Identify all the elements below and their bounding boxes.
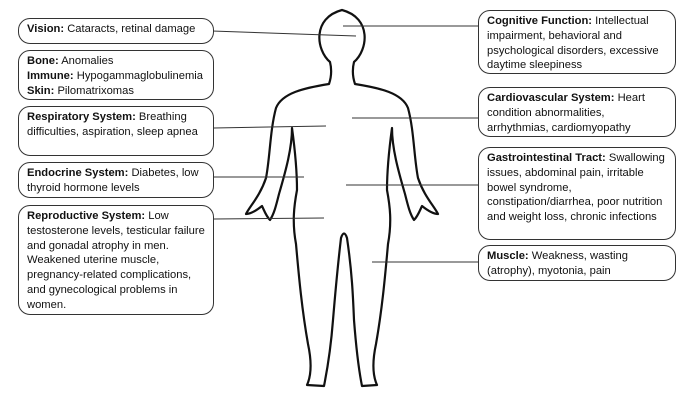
bone-immune-skin-box: Bone: Anomalies Immune: Hypogammaglobuli… [18, 50, 214, 100]
cardiovascular-box: Cardiovascular System: Heart condition a… [478, 87, 676, 137]
gastrointestinal-text: Swallowing issues, abdominal pain, irrit… [487, 152, 665, 224]
cognitive-box: Cognitive Function: Intellectual impairm… [478, 10, 676, 74]
immune-text: Hypogammaglobulinemia [76, 69, 203, 82]
muscle-text: Weakness, wasting (atrophy), myotonia, p… [487, 250, 628, 277]
reproductive-box: Reproductive System: Low testosterone le… [18, 205, 214, 315]
vision-connector [211, 30, 357, 37]
vision-title: Vision: [27, 23, 65, 35]
respiratory-title: Respiratory System: [27, 111, 136, 123]
respiratory-connector [213, 125, 327, 129]
immune-title: Immune: [27, 69, 74, 82]
cardiovascular-text: Heart condition abnormalities, arrhythmi… [487, 92, 645, 134]
cognitive-title: Cognitive Function: [487, 15, 593, 27]
reproductive-connector [213, 217, 325, 220]
human-body-outline [244, 8, 440, 388]
respiratory-text: Breathing difficulties, aspiration, slee… [27, 111, 198, 138]
gastrointestinal-title: Gastrointestinal Tract: [487, 152, 606, 164]
bone-text: Anomalies [61, 55, 114, 67]
vision-text: Cataracts, retinal damage [67, 23, 196, 35]
muscle-box: Muscle: Weakness, wasting (atrophy), myo… [478, 245, 676, 281]
skin-text: Pilomatrixomas [57, 84, 134, 97]
muscle-title: Muscle: [487, 250, 529, 262]
endocrine-title: Endocrine System: [27, 167, 129, 179]
vision-box: Vision: Cataracts, retinal damage [18, 18, 214, 44]
cognitive-text: Intellectual impairment, behavioral and … [487, 15, 659, 72]
endocrine-box: Endocrine System: Diabetes, low thyroid … [18, 162, 214, 198]
endocrine-text: Diabetes, low thyroid hormone levels [27, 167, 199, 194]
reproductive-text: Low testosterone levels, testicular fail… [27, 210, 205, 311]
gastrointestinal-box: Gastrointestinal Tract: Swallowing issue… [478, 147, 676, 240]
skin-title: Skin: [27, 84, 55, 97]
reproductive-title: Reproductive System: [27, 210, 146, 222]
bone-title: Bone: [27, 55, 59, 67]
respiratory-box: Respiratory System: Breathing difficulti… [18, 106, 214, 156]
cardiovascular-title: Cardiovascular System: [487, 92, 615, 104]
